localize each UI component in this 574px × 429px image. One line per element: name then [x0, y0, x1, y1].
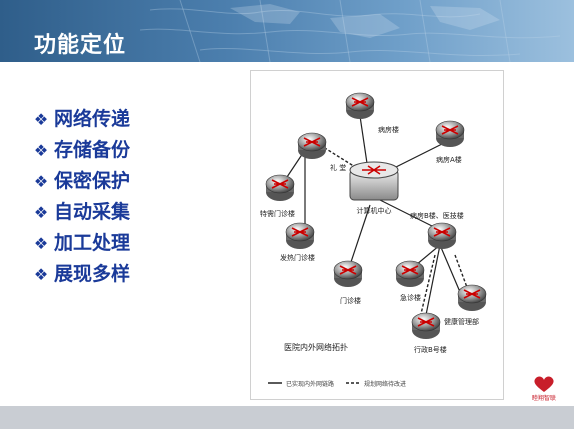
list-item: ❖ 保密保护 — [32, 166, 130, 197]
router-icon — [411, 312, 441, 340]
list-item: ❖ 存储备份 — [32, 135, 130, 166]
diagram-caption: 医院内外网络拓扑 — [284, 342, 348, 352]
diamond-bullet-icon: ❖ — [33, 203, 49, 222]
router-icon — [435, 120, 465, 148]
list-item: ❖ 自动采集 — [32, 197, 130, 228]
router-icon — [395, 260, 425, 288]
title-banner: 功能定位 — [0, 0, 574, 62]
legend-solid-label: 已实现内外网链路 — [286, 380, 334, 388]
diamond-bullet-icon: ❖ — [33, 141, 49, 160]
network-links — [284, 115, 461, 321]
node-label-admin: 行政B号楼 — [414, 345, 447, 354]
node-label-outpatient: 门诊楼 — [340, 296, 361, 305]
router-icon — [285, 222, 315, 250]
world-map-decoration — [139, 0, 561, 62]
list-item-label: 自动采集 — [54, 201, 131, 223]
diamond-bullet-icon: ❖ — [33, 172, 49, 191]
feature-list: ❖ 网络传递 ❖ 存储备份 ❖ 保密保护 ❖ 自动采集 ❖ 加工处理 ❖ 展现多样 — [32, 104, 130, 290]
diamond-bullet-icon: ❖ — [33, 110, 49, 129]
list-item: ❖ 展现多样 — [32, 259, 130, 290]
list-item: ❖ 网络传递 — [32, 104, 130, 135]
list-item-label: 保密保护 — [54, 170, 131, 192]
node-label-datacenter: 计算机中心 — [357, 206, 392, 215]
diamond-bullet-icon: ❖ — [33, 265, 49, 284]
node-label-ward: 病房楼 — [378, 125, 399, 134]
node-label-wardB: 病房B楼、医技楼 — [410, 211, 464, 220]
router-icon — [345, 92, 375, 120]
node-label-wardA: 病房A楼 — [436, 155, 462, 164]
network-topology-diagram: 计算机中心 病房楼 病房A楼 礼 堂 病房B楼、医技楼 特需门诊楼 发热门诊楼 … — [250, 70, 504, 400]
router-icon — [297, 132, 327, 160]
brand-logo: 睦翔智联 — [522, 372, 566, 406]
node-label-emergency: 急诊楼 — [400, 293, 421, 302]
footer-bar — [0, 406, 574, 429]
planned-links — [319, 144, 469, 319]
router-icon — [427, 222, 457, 250]
node-label-fever-clinic: 发热门诊楼 — [280, 253, 315, 262]
list-item-label: 加工处理 — [54, 232, 131, 254]
list-item-label: 展现多样 — [54, 263, 131, 285]
legend-dashed-label: 规划网络待改进 — [364, 380, 406, 388]
router-icon — [333, 260, 363, 288]
page-title: 功能定位 — [34, 33, 127, 58]
list-item: ❖ 加工处理 — [32, 228, 130, 259]
logo-text: 睦翔智联 — [532, 394, 556, 402]
node-label-health-mgmt: 健康管理部 — [444, 317, 479, 326]
router-icon — [457, 284, 487, 312]
list-item-label: 网络传递 — [54, 108, 131, 130]
node-label-auditorium: 礼 堂 — [330, 163, 346, 172]
node-label-special-clinic: 特需门诊楼 — [260, 209, 295, 218]
list-item-label: 存储备份 — [54, 139, 131, 161]
diamond-bullet-icon: ❖ — [33, 234, 49, 253]
datacenter-switch-icon — [349, 161, 399, 201]
router-icon — [265, 174, 295, 202]
